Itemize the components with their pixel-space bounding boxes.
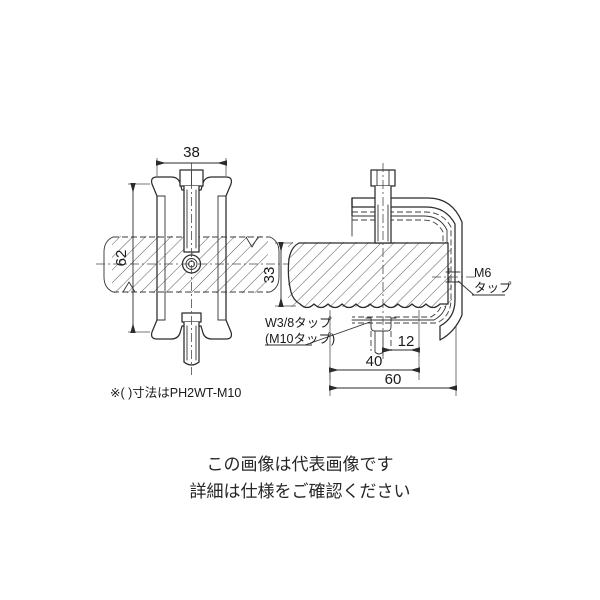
front-clamp-body [150, 176, 233, 340]
tap-m6-label-line1: M6 [474, 266, 491, 280]
dimension-40: 40 [329, 310, 420, 380]
dimension-38-label: 38 [183, 144, 200, 161]
side-beam-section [287, 242, 452, 309]
dimension-38: 38 [156, 144, 227, 176]
dimension-33-label: 33 [261, 267, 278, 284]
dimension-12-label: 12 [398, 333, 415, 350]
side-m6-tap-detail [432, 268, 476, 286]
dimension-33: 33 [261, 242, 296, 307]
dimension-60-label: 60 [385, 371, 402, 388]
dimension-40-label: 40 [366, 353, 383, 370]
footnote-label: ※( )寸法はPH2WT-M10 [110, 386, 241, 400]
dimension-60: 60 [329, 326, 457, 396]
caption-line-1: この画像は代表画像です [207, 455, 394, 474]
tap-m10-label: (M10タップ) [265, 332, 335, 346]
tap-w38-annotation: W3/8タップ (M10タップ) [265, 316, 371, 346]
front-view: 38 62 ※( )寸法はPH2WT-M10 [96, 144, 288, 400]
dimension-62-label: 62 [113, 250, 130, 267]
dimension-62: 62 [113, 183, 150, 333]
caption-block: この画像は代表画像です 詳細は仕様をご確認ください [190, 455, 411, 501]
dimension-12: 12 [382, 310, 420, 356]
side-view: 33 12 40 60 [261, 163, 512, 396]
side-upper-bolt [370, 169, 396, 244]
caption-line-2: 詳細は仕様をご確認ください [190, 482, 411, 501]
tap-w38-label: W3/8タップ [265, 316, 332, 330]
tap-m6-annotation: M6 タップ [457, 266, 512, 296]
tap-m6-label-line2: タップ [474, 281, 512, 295]
